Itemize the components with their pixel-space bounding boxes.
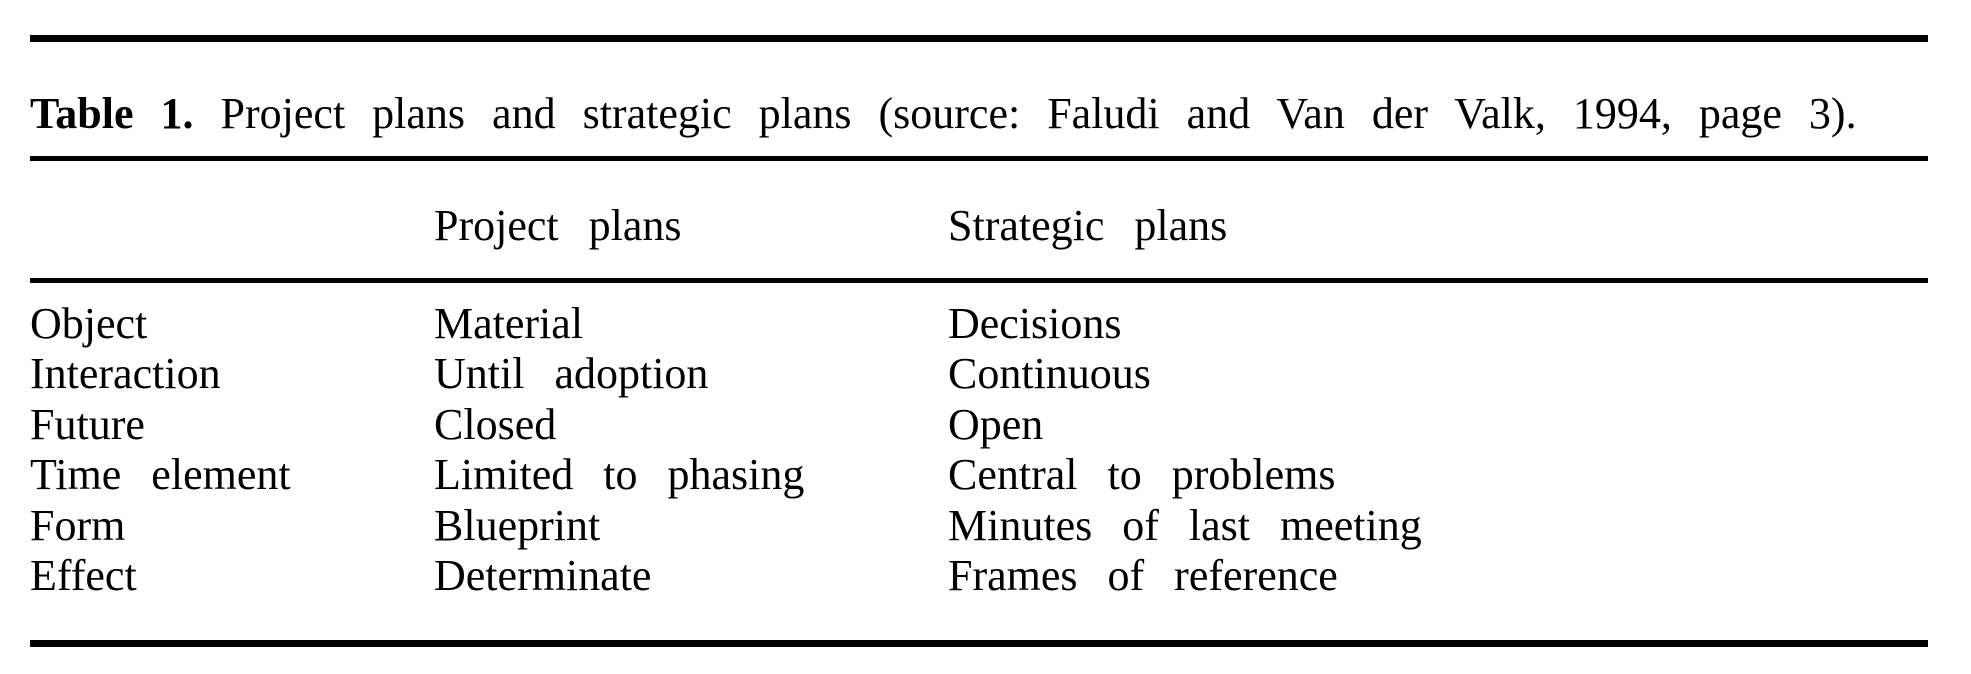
row-label: Time element	[30, 450, 291, 500]
row-label: Effect	[30, 550, 137, 600]
table-caption-label: Table 1.	[30, 89, 194, 138]
column-header-strategic-plans: Strategic plans	[948, 201, 1228, 250]
table-cell: Material	[434, 299, 584, 348]
table-header-row: Project plans Strategic plans	[30, 201, 1928, 251]
caption-divider-rule	[30, 156, 1928, 161]
table-cell: Determinate	[434, 550, 652, 600]
table-caption: Table 1. Project plans and strategic pla…	[30, 89, 1857, 139]
table-top-rule	[30, 35, 1928, 42]
table-bottom-rule	[30, 640, 1928, 647]
table-caption-text: Project plans and strategic plans (sourc…	[220, 89, 1857, 138]
column-header-project-plans: Project plans	[434, 201, 682, 250]
column-header-attribute	[30, 201, 434, 251]
table-cell: Continuous	[948, 349, 1151, 399]
table-cell: Central to problems	[948, 450, 1336, 500]
table-cell: Until adoption	[434, 349, 709, 399]
table-cell: Frames of reference	[948, 550, 1338, 600]
table-cell: Decisions	[948, 299, 1122, 348]
table-cell: Open	[948, 399, 1044, 449]
header-divider-rule	[30, 278, 1928, 283]
table-cell: Minutes of last meeting	[948, 500, 1422, 550]
table-cell: Limited to phasing	[434, 450, 805, 500]
row-label: Interaction	[30, 349, 221, 399]
table-cell: Blueprint	[434, 500, 601, 550]
row-label: Future	[30, 399, 145, 449]
table-body: Object Material Decisions Interaction Un…	[30, 299, 1928, 601]
table-cell: Closed	[434, 399, 557, 449]
row-label: Form	[30, 500, 126, 550]
row-label: Object	[30, 299, 148, 348]
